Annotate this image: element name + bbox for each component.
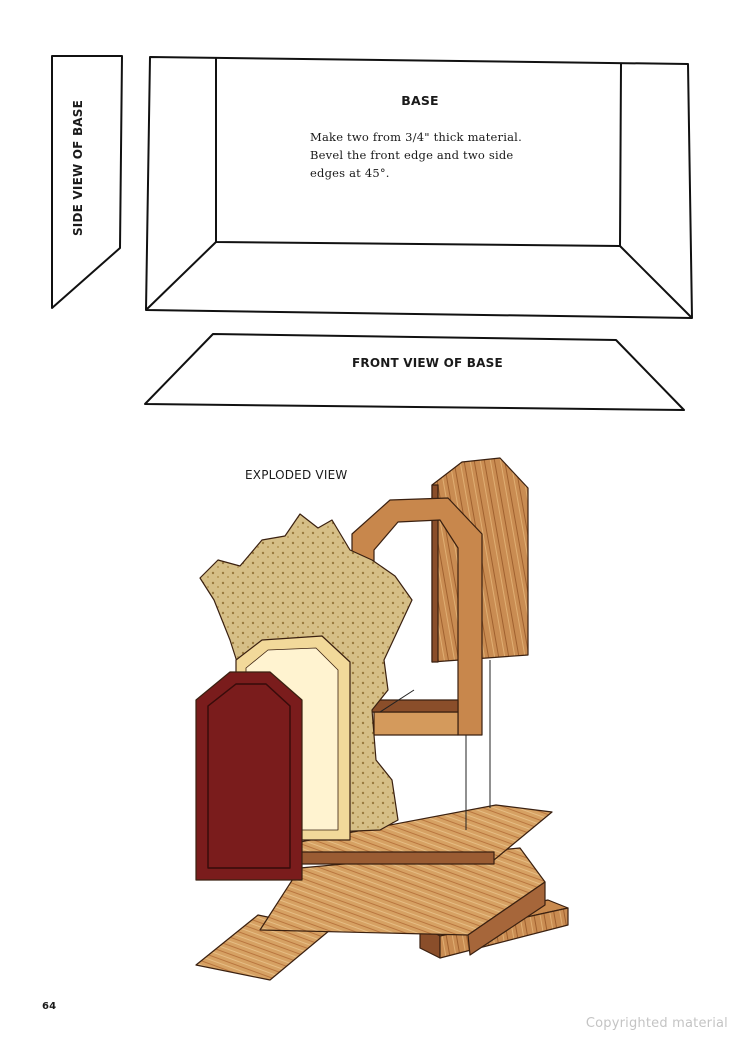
side-view-label: SIDE VIEW OF BASE	[71, 99, 85, 237]
copyright-watermark: Copyrighted material	[585, 1016, 728, 1031]
side-view-of-base-drawing	[51, 55, 123, 309]
exploded-view-illustration	[195, 457, 569, 981]
base-title: BASE	[401, 93, 439, 108]
base-instructions-line: Bevel the front edge and two side	[310, 148, 514, 162]
base-drawing	[145, 56, 693, 319]
page-number: 64	[42, 1001, 57, 1012]
exploded-view-label: EXPLODED VIEW	[245, 468, 348, 482]
base-instructions-line: Make two from 3/4" thick material.	[310, 130, 522, 144]
front-view-label: FRONT VIEW OF BASE	[352, 356, 503, 370]
front-view-of-base-drawing	[144, 333, 685, 411]
base-instructions: Make two from 3/4" thick material. Bevel…	[310, 128, 540, 182]
base-instructions-line: edges at 45°.	[310, 166, 390, 180]
